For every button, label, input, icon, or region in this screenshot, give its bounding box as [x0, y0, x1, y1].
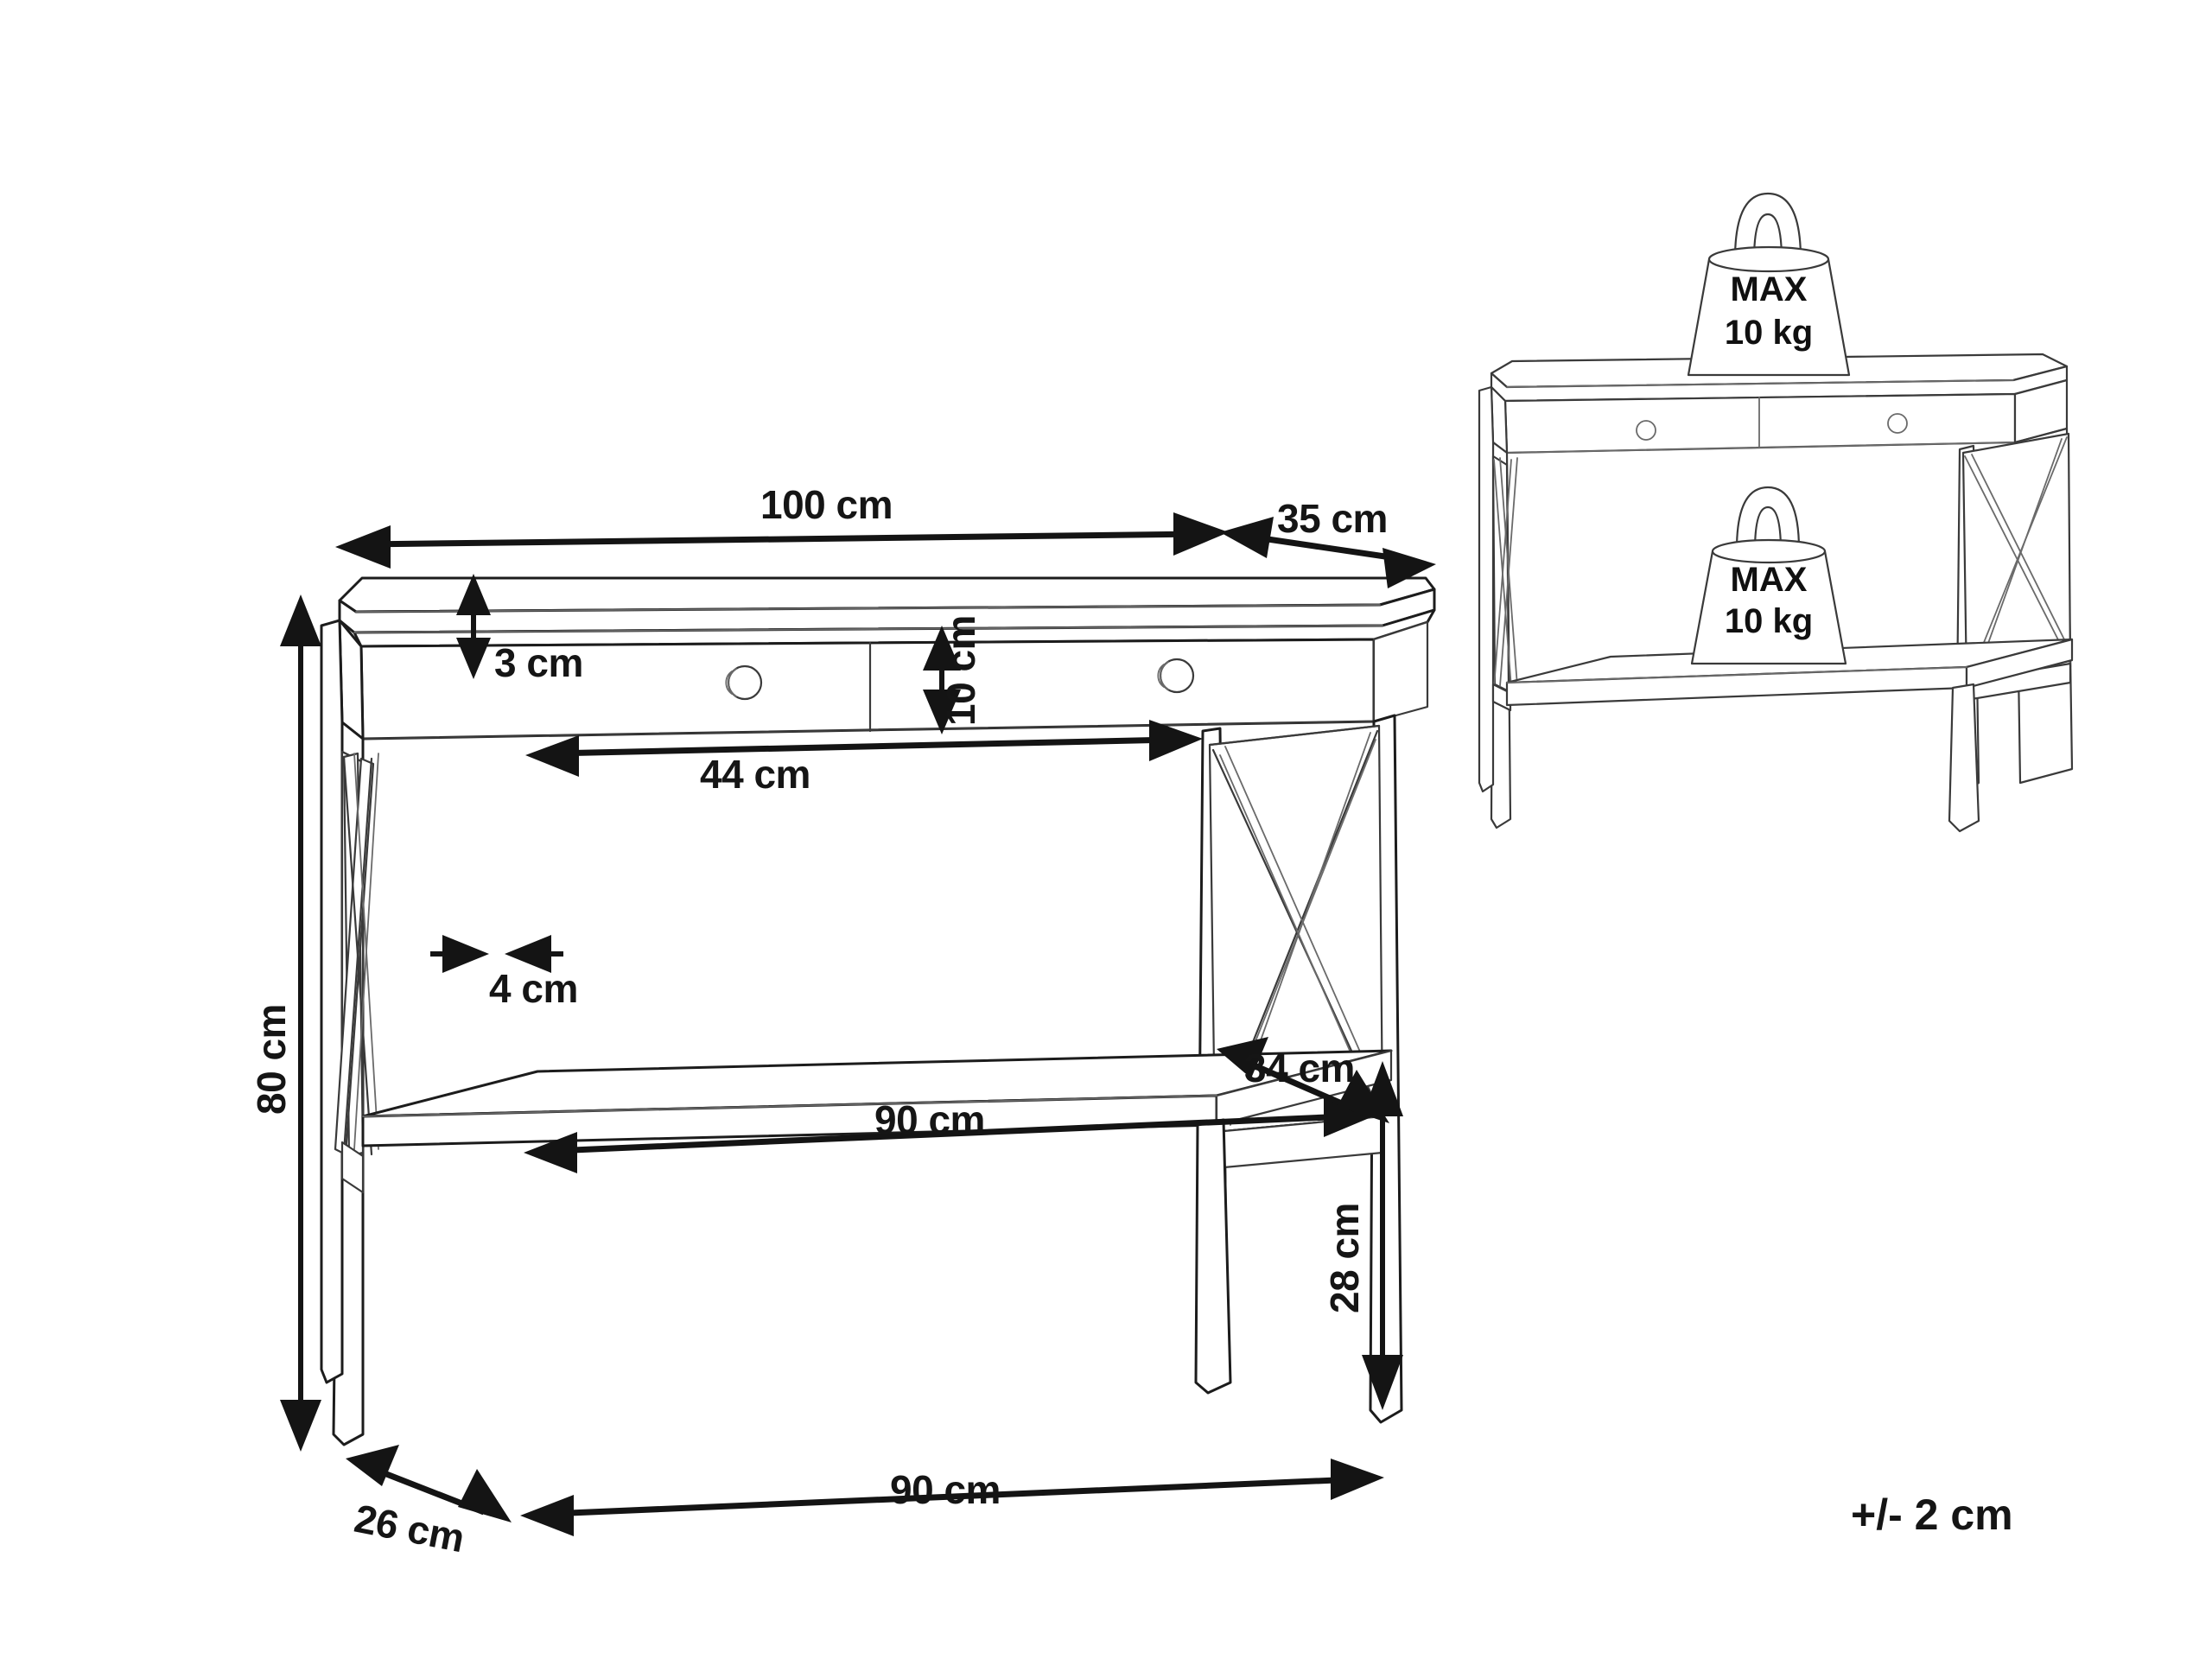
dimension-label-base-width: 90 cm — [890, 1467, 1001, 1512]
dimension-shelf-depth: 34 cm — [1217, 1037, 1389, 1123]
dimension-label-shelf-to-floor: 28 cm — [1322, 1203, 1367, 1313]
weight-label-line1-tabletop: MAX — [1731, 270, 1808, 308]
dimension-top-depth: 35 cm — [1220, 496, 1436, 588]
load-capacity-drawing: MAX 10 kg MAX 10 kg — [1478, 192, 2074, 833]
dimension-shelf-width: 90 cm — [524, 1096, 1377, 1173]
drawer-knob-left[interactable] — [725, 664, 763, 701]
main-table-drawing — [320, 576, 1436, 1446]
dimension-label-leg-width: 4 cm — [489, 966, 578, 1011]
dimension-label-top-depth: 35 cm — [1277, 496, 1388, 541]
weight-label-line2-shelf: 10 kg — [1725, 602, 1813, 640]
dimension-total-height: 80 cm — [249, 594, 321, 1452]
tolerance-note: +/- 2 cm — [1851, 1491, 2013, 1539]
dimension-base-width: 90 cm — [520, 1459, 1384, 1536]
left-side-x-brace-panel — [320, 619, 379, 1446]
dimension-top-thickness: 3 cm — [456, 574, 583, 685]
dimension-base-depth: 26 cm — [346, 1445, 512, 1560]
dimension-label-drawer-width: 44 cm — [700, 752, 810, 797]
dimension-label-top-thickness: 3 cm — [494, 640, 583, 685]
tabletop — [338, 576, 1436, 648]
dimension-label-total-height: 80 cm — [249, 1004, 294, 1115]
dimension-label-drawer-height: 10 cm — [938, 615, 983, 726]
weight-label-line1-shelf: MAX — [1731, 561, 1808, 599]
weight-icon-tabletop: MAX 10 kg — [1687, 192, 1851, 377]
dimension-label-shelf-depth: 34 cm — [1244, 1046, 1355, 1090]
load-view-drawer-knob-right[interactable] — [1887, 413, 1908, 434]
dimension-label-base-depth: 26 cm — [351, 1496, 468, 1560]
dimension-label-top-width: 100 cm — [760, 482, 893, 527]
weight-icon-shelf: MAX 10 kg — [1690, 486, 1847, 665]
weight-label-line2-tabletop: 10 kg — [1725, 314, 1813, 352]
drawer-knob-right[interactable] — [1157, 658, 1195, 694]
load-view-drawer-knob-left[interactable] — [1636, 420, 1656, 441]
dimension-top-width: 100 cm — [335, 482, 1229, 569]
dimension-drawer-height: 10 cm — [923, 615, 983, 734]
dimension-drawer-width: 44 cm — [525, 720, 1203, 797]
dimension-shelf-to-floor: 28 cm — [1322, 1061, 1403, 1410]
load-view-center-leg — [1948, 683, 1980, 833]
dimension-leg-width: 4 cm — [430, 935, 578, 1011]
center-rear-leg — [1194, 1118, 1232, 1395]
load-view-left-side-panel — [1478, 385, 1518, 830]
dimension-label-shelf-width: 90 cm — [874, 1097, 985, 1142]
load-view-drawer-apron — [1490, 378, 2069, 454]
